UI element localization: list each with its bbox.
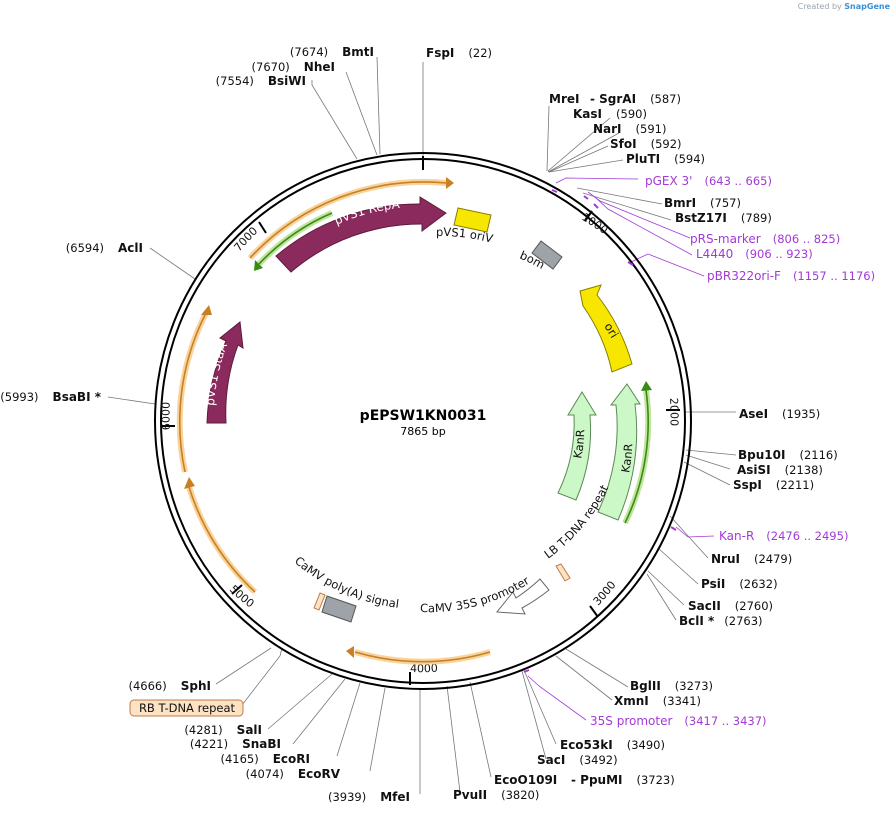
site-kasi[interactable]: KasI(590): [573, 107, 647, 121]
lb-repeat-box: [555, 563, 571, 582]
site-nrui[interactable]: NruI(2479): [711, 552, 792, 566]
tick-3000: 3000: [591, 579, 619, 608]
plasmid-length: 7865 bp: [400, 425, 445, 438]
site-sgrai[interactable]: - SgrAI(587): [590, 92, 681, 106]
primer-l4440[interactable]: L4440(906 .. 923): [696, 247, 813, 261]
kanr-inner-arrow: [557, 391, 597, 501]
camv-35s-arrow: [496, 578, 550, 615]
backbone-outer-ring: [154, 152, 692, 690]
snapgene-brand: Created by SnapGene: [798, 2, 890, 11]
site-saci[interactable]: SacI(3492): [537, 753, 618, 767]
pvs1-repa-arrow: [275, 196, 447, 273]
site-snabi[interactable]: (4221)SnaBI: [190, 737, 281, 751]
label-kanr-inner: KanR: [570, 429, 587, 460]
site-ecoo109i[interactable]: EcoO109I: [494, 773, 557, 787]
rb-repeat-callout: [129, 699, 244, 717]
site-sacii[interactable]: SacII(2760): [688, 599, 773, 613]
site-bmti[interactable]: (7674)BmtI: [290, 45, 374, 59]
brand-prefix: Created by: [797, 2, 842, 11]
kanr-outer-arrow: [597, 383, 641, 521]
site-ecorv[interactable]: (4074)EcoRV: [246, 767, 341, 781]
pvs1-oriv-box: [453, 207, 492, 233]
primer-kan-r[interactable]: Kan-R(2476 .. 2495): [719, 529, 848, 543]
primer-prs-marker[interactable]: pRS-marker(806 .. 825): [690, 232, 840, 246]
site-nari[interactable]: NarI(591): [593, 122, 666, 136]
site-mfei[interactable]: (3939)MfeI: [328, 790, 410, 804]
site-eco53ki[interactable]: Eco53kI(3490): [560, 738, 665, 752]
site-bsiwi[interactable]: (7554)BsiWI: [216, 74, 306, 88]
primer-marks: [523, 189, 677, 673]
rb-mark-box: [313, 592, 326, 611]
site-bsabi[interactable]: (5993)BsaBI *: [0, 390, 101, 404]
site-asisi[interactable]: AsiSI(2138): [737, 463, 823, 477]
scale-ticks: [161, 156, 680, 685]
label-kanr-outer: KanR: [618, 443, 635, 474]
site-sfoi[interactable]: SfoI(592): [610, 137, 682, 151]
camv-polya-box: [321, 595, 357, 623]
site-psii[interactable]: PsiI(2632): [701, 577, 778, 591]
pvs1-staa-arrow: [206, 321, 244, 424]
site-sphi[interactable]: (4666)SphI: [129, 679, 212, 693]
site-bcli[interactable]: BclI *(2763): [679, 614, 763, 628]
primer-pbr322ori-f[interactable]: pBR322ori-F(1157 .. 1176): [707, 269, 875, 283]
site-bpu10i[interactable]: Bpu10I(2116): [738, 448, 838, 462]
site-asei[interactable]: AseI(1935): [739, 407, 820, 421]
feature-arrows: [206, 196, 641, 623]
site-acli[interactable]: (6594)AclI: [66, 241, 143, 255]
site-xmni[interactable]: XmnI(3341): [614, 694, 701, 708]
primer-labels[interactable]: pGEX 3'(643 .. 665) pRS-marker(806 .. 82…: [590, 174, 875, 728]
bom-box: [531, 240, 563, 270]
site-ecori[interactable]: (4165)EcoRI: [220, 752, 310, 766]
primer-pgex3[interactable]: pGEX 3'(643 .. 665): [645, 174, 772, 188]
site-bglii[interactable]: BglII(3273): [630, 679, 713, 693]
tick-2000: 2000: [667, 397, 681, 426]
site-fspi[interactable]: FspI(22): [426, 46, 492, 60]
site-mrei[interactable]: MreI: [549, 92, 579, 106]
site-labels[interactable]: FspI(22) MreI - SgrAI(587) KasI(590) Nar…: [0, 45, 837, 804]
site-pvuii[interactable]: PvuII(3820): [453, 788, 539, 802]
site-nhei[interactable]: (7670)NheI: [252, 60, 335, 74]
site-bstz17i[interactable]: BstZ17I(789): [675, 211, 772, 225]
site-bmri[interactable]: BmrI(757): [664, 196, 741, 210]
site-sali[interactable]: (4281)SalI: [184, 723, 262, 737]
orf-arcs: [176, 177, 652, 665]
ori-arrow: [579, 284, 633, 373]
primer-35s-promoter[interactable]: 35S promoter(3417 .. 3437): [590, 714, 767, 728]
plasmid-name: pEPSW1KN0031: [360, 408, 487, 424]
feature-labels: pVS1 RepA pVS1 oriV bom ori KanR KanR LB…: [203, 197, 635, 615]
site-ppumi[interactable]: - PpuMI(3723): [571, 773, 675, 787]
site-sspi[interactable]: SspI(2211): [733, 478, 814, 492]
label-rb-repeat: RB T-DNA repeat: [139, 701, 236, 715]
label-ori: ori: [601, 320, 621, 340]
brand-name: SnapGene: [844, 2, 890, 11]
tick-4000: 4000: [410, 662, 438, 676]
site-pluti[interactable]: PluTI(594): [626, 152, 705, 166]
